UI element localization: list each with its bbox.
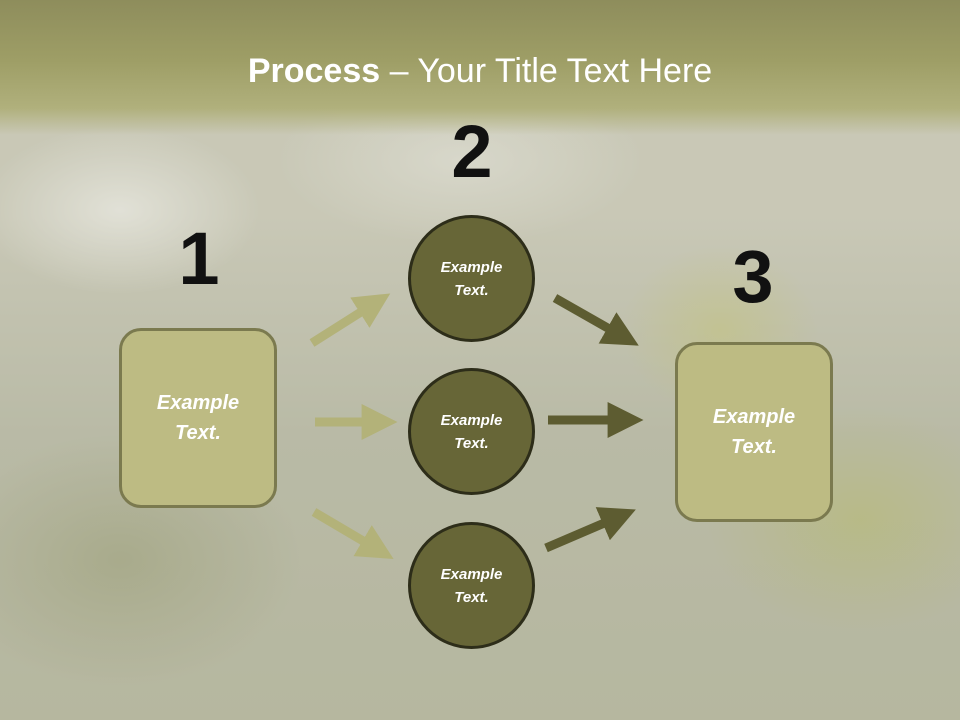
circle-1: Example Text. [408,215,535,342]
title-band [0,0,960,135]
arrow-from-circle-1 [552,294,639,346]
circle-2: Example Text. [408,368,535,495]
title-bold: Process [247,52,381,90]
title-rest: – Your Title Text Here [380,52,713,90]
step-number-1: 1 [178,217,220,300]
left-box-text: Example Text. [156,392,240,444]
circle-1-text: Example Text. [440,258,503,299]
arrow-from-circle-3 [544,507,636,553]
step-number-2: 2 [451,110,493,193]
right-box-text: Example Text. [712,406,796,458]
left-box: Example Text. [119,328,277,508]
slide-title: Process – Your Title Text Here [0,52,960,91]
arrow-to-circle-3 [311,508,394,559]
step-number-3: 3 [732,235,774,318]
circle-3-text: Example Text. [440,565,503,606]
right-box: Example Text. [675,342,833,522]
circle-3: Example Text. [408,522,535,649]
circle-2-text: Example Text. [440,411,503,452]
arrow-to-circle-1 [309,293,391,347]
